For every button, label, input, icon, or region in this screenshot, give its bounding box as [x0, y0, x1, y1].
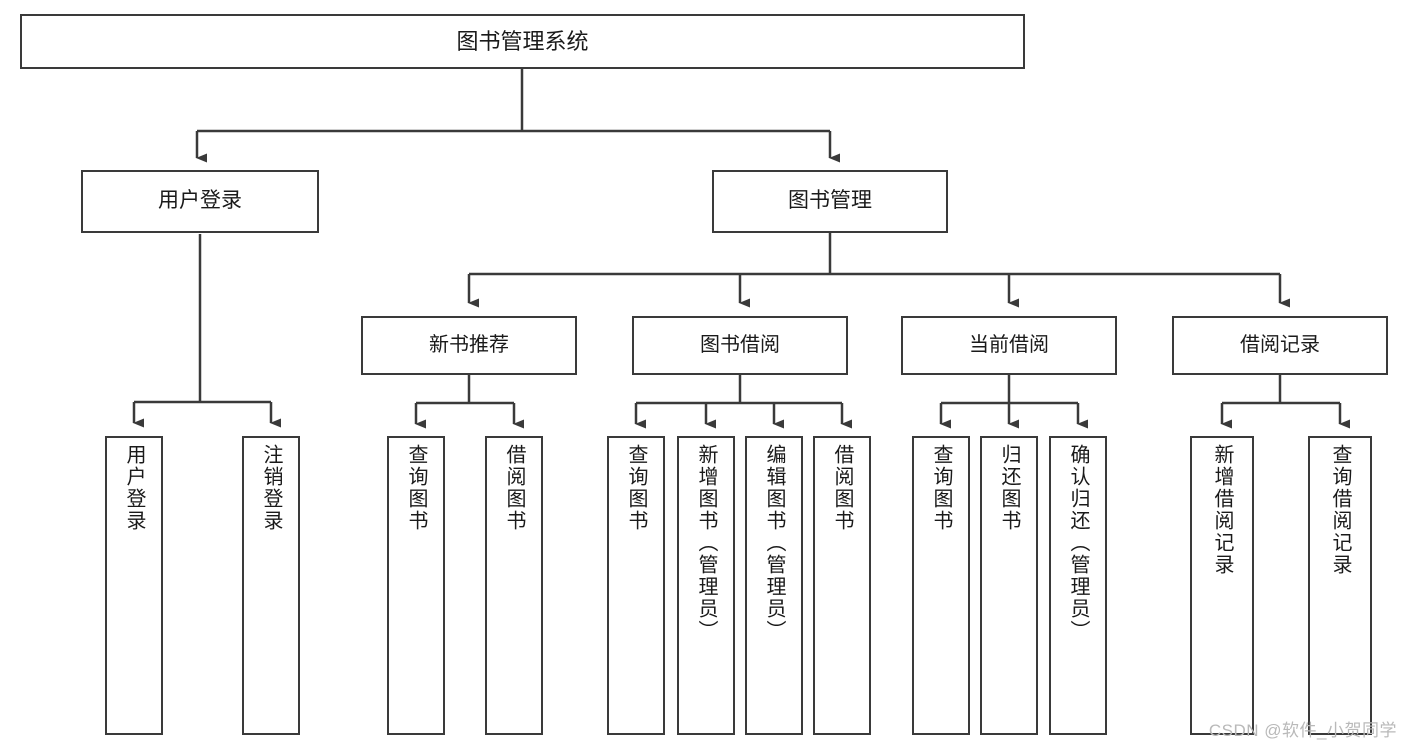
leaf-current-return-book[interactable]: 归还图书 [980, 436, 1038, 735]
node-root-book-management-system[interactable]: 图书管理系统 [20, 14, 1025, 69]
leaf-borrow-query-book[interactable]: 查询图书 [607, 436, 665, 735]
leaf-recommend-query-book[interactable]: 查询图书 [387, 436, 445, 735]
leaf-borrow-edit-book-admin[interactable]: 编辑图书（管理员） [745, 436, 803, 735]
node-user-login[interactable]: 用户登录 [81, 170, 319, 233]
node-label: 查询图书 [625, 444, 647, 532]
leaf-borrow-add-book-admin[interactable]: 新增图书（管理员） [677, 436, 735, 735]
node-label: 用户登录 [158, 189, 242, 213]
node-label: 查询图书 [405, 444, 427, 532]
node-label: 查询图书 [930, 444, 952, 532]
node-label: 新书推荐 [429, 333, 509, 356]
leaf-borrow-borrow-book[interactable]: 借阅图书 [813, 436, 871, 735]
node-label: 注销登录 [260, 444, 282, 532]
node-label: 确认归还（管理员） [1067, 444, 1089, 642]
watermark: CSDN @软件_小贺同学 [1208, 721, 1397, 740]
node-label: 借阅图书 [831, 444, 853, 532]
node-label: 当前借阅 [969, 333, 1049, 356]
node-label: 归还图书 [998, 444, 1020, 532]
node-new-book-recommend[interactable]: 新书推荐 [361, 316, 577, 375]
node-book-management[interactable]: 图书管理 [712, 170, 948, 233]
node-borrow-record[interactable]: 借阅记录 [1172, 316, 1388, 375]
node-label: 图书借阅 [700, 333, 780, 356]
node-label: 用户登录 [123, 444, 145, 532]
node-book-borrow[interactable]: 图书借阅 [632, 316, 848, 375]
leaf-user-login-login[interactable]: 用户登录 [105, 436, 163, 735]
node-label: 图书管理系统 [456, 28, 589, 54]
leaf-record-add-record[interactable]: 新增借阅记录 [1190, 436, 1254, 735]
leaf-user-login-logout[interactable]: 注销登录 [242, 436, 300, 735]
node-label: 新增借阅记录 [1211, 444, 1233, 576]
node-label: 查询借阅记录 [1329, 444, 1351, 576]
leaf-record-query-record[interactable]: 查询借阅记录 [1308, 436, 1372, 735]
node-current-borrow[interactable]: 当前借阅 [901, 316, 1117, 375]
node-label: 借阅图书 [503, 444, 525, 532]
node-label: 新增图书（管理员） [695, 444, 717, 642]
leaf-recommend-borrow-book[interactable]: 借阅图书 [485, 436, 543, 735]
node-label: 借阅记录 [1240, 333, 1320, 356]
leaf-current-confirm-return-admin[interactable]: 确认归还（管理员） [1049, 436, 1107, 735]
leaf-current-query-book[interactable]: 查询图书 [912, 436, 970, 735]
node-label: 图书管理 [788, 189, 872, 213]
node-label: 编辑图书（管理员） [763, 444, 785, 642]
